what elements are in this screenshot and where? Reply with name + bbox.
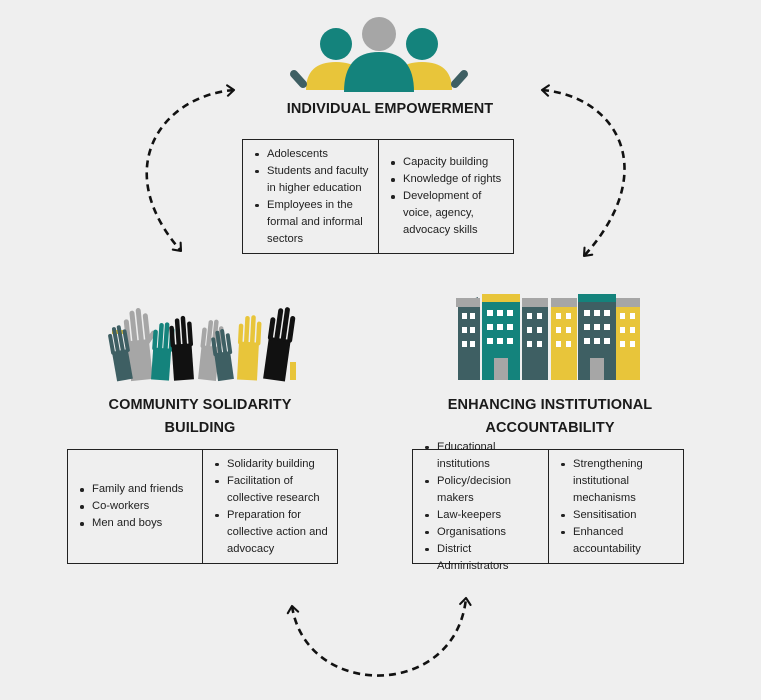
list-item: Facilitation of collective research xyxy=(213,473,329,507)
community-solidarity-title: COMMUNITY SOLIDARITY BUILDING xyxy=(108,397,292,436)
institutional-accountability-title: ENHANCING INSTITUTIONAL ACCOUNTABILITY xyxy=(447,397,653,436)
list-item: Students and faculty in higher education xyxy=(253,163,370,197)
people-group-icon xyxy=(290,17,468,92)
arrow-individual-community xyxy=(145,84,236,253)
list-item: Capacity building xyxy=(389,154,505,171)
list-item: Strengthening institutional mechanisms xyxy=(559,456,675,507)
list-item: Solidarity building xyxy=(213,456,329,473)
list-item: Preparation for collective action and ad… xyxy=(213,507,329,558)
list-item: Knowledge of rights xyxy=(389,171,505,188)
list-item: Educational institutions xyxy=(423,439,540,473)
list-item: Family and friends xyxy=(78,481,194,498)
arrow-community-institutional xyxy=(286,596,472,677)
raised-hands-icon xyxy=(108,307,296,382)
list-item: Sensitisation xyxy=(559,507,675,524)
list-item: Men and boys xyxy=(78,515,194,532)
list-item: Employees in the formal and informal sec… xyxy=(253,197,370,248)
arrow-individual-institutional xyxy=(540,84,626,258)
list-item: Co-workers xyxy=(78,498,194,515)
list-item: Development of voice, agency, advocacy s… xyxy=(389,188,505,239)
list-item: Enhanced accountability xyxy=(559,524,675,558)
individual-empowerment-title: INDIVIDUAL EMPOWERMENT xyxy=(286,101,494,117)
list-item: District Administrators xyxy=(423,541,540,575)
list-item: Adolescents xyxy=(253,146,370,163)
buildings-icon xyxy=(456,294,640,380)
list-item: Policy/decision makers xyxy=(423,473,540,507)
list-item: Law-keepers xyxy=(423,507,540,524)
list-item: Organisations xyxy=(423,524,540,541)
